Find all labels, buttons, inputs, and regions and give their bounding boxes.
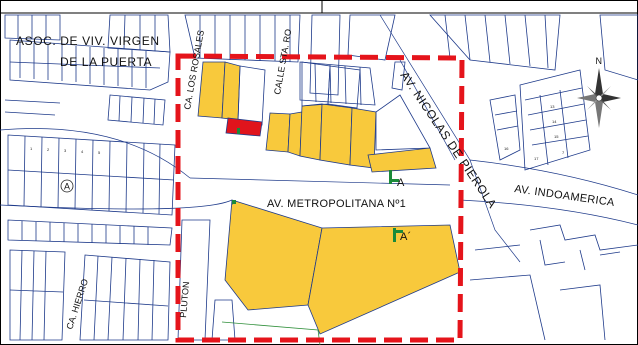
parcel-yellow-3 (265, 112, 291, 153)
lot-number: 14 (552, 119, 557, 124)
settlement-label-line1: ASOC. DE VIV. VIRGEN (16, 34, 160, 48)
marker-post (237, 128, 240, 134)
lot-number: 3 (64, 148, 67, 153)
parcel-yellow-8 (367, 147, 437, 173)
avenue-label-nicolas-de-pierola: AV. NICOLAS DE PIEROLA (398, 69, 500, 211)
lot-number: 16 (504, 146, 509, 151)
lot-number: 2 (47, 147, 50, 152)
parcel-yellow-5 (299, 103, 323, 161)
lot-number: 7 (562, 150, 565, 155)
compass-rose-icon: N (577, 56, 621, 128)
street-label-hierro: CA. HIERRO (64, 278, 90, 331)
lot-numbers: 13 14 15 16 17 7 1 2 3 4 5 (30, 104, 565, 161)
section-a-label: A (397, 177, 405, 189)
circle-marker (60, 179, 74, 193)
street-label-pluton: PLUTON (178, 281, 191, 318)
lot-number: 1 (30, 146, 33, 151)
block-top-left (4, 14, 171, 91)
study-area-parcels (177, 61, 461, 345)
lot-number: 13 (550, 104, 555, 109)
compass-north-label: N (596, 56, 603, 66)
block-bottom-left (9, 249, 171, 341)
parcel-yellow-2 (221, 61, 241, 121)
parcel-marked-red (225, 117, 263, 137)
lot-number: 15 (554, 134, 559, 139)
section-marker-a-prime: A´ (393, 228, 412, 243)
section-a-prime-label: A´ (400, 231, 412, 243)
road-edges (0, 14, 638, 263)
section-marker-a: A (389, 170, 405, 189)
parcel-yellow-6 (319, 103, 353, 166)
marker-corner (232, 200, 236, 204)
lot-number: 4 (81, 149, 84, 154)
circle-marker-label: A (64, 182, 70, 192)
parcel-large-west (224, 199, 323, 311)
parcel-yellow-1 (197, 61, 226, 119)
lot-number: 17 (534, 156, 539, 161)
block-middle-left (4, 94, 176, 246)
study-area-boundary (175, 53, 465, 343)
avenue-label-metropolitana: AV. METROPOLITANA Nº1 (267, 198, 406, 210)
block-right (429, 14, 638, 341)
parcel-large-east (307, 224, 461, 335)
lot-number: 5 (98, 150, 101, 155)
block-top-middle (184, 14, 396, 106)
settlement-label-line2: DE LA PUERTA (60, 55, 152, 69)
